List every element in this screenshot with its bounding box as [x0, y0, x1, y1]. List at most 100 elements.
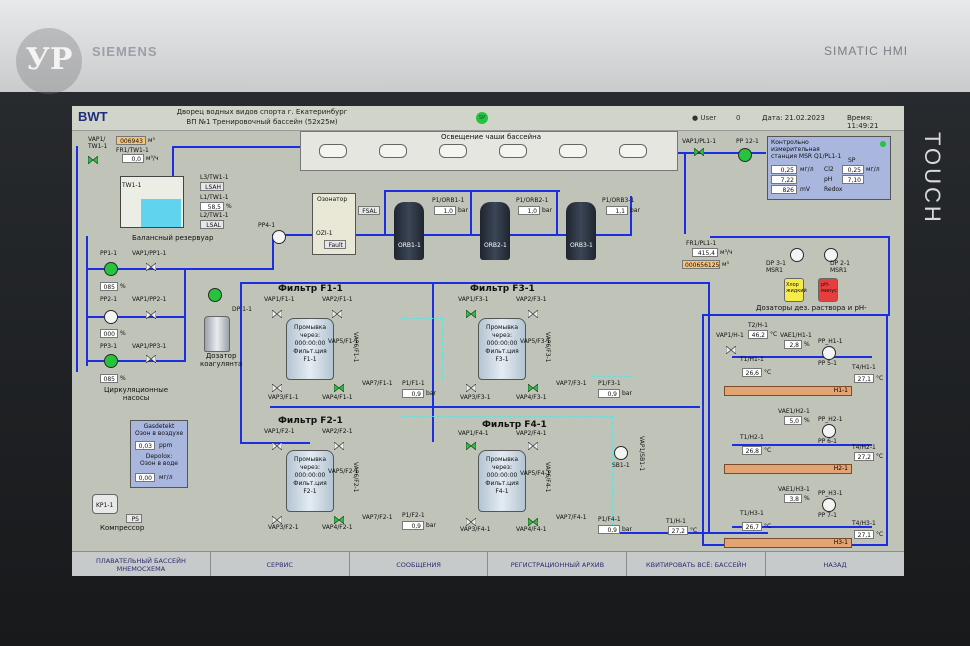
vap4-f2-label: VAP4/F2-1 [322, 524, 353, 531]
pump-icon[interactable] [822, 346, 836, 360]
valve-icon[interactable] [332, 310, 342, 318]
pump-icon[interactable] [790, 248, 804, 262]
vap7-f3-label: VAP7/F3-1 [556, 380, 587, 387]
chlorine-tag: Хлор жидкий [786, 282, 807, 294]
pipe [702, 314, 888, 316]
lamp-icon[interactable] [619, 144, 647, 158]
vap2-f2-label: VAP2/F2-1 [322, 428, 353, 435]
nav-acknowledge-all[interactable]: КВИТИРОВАТЬ ВСЁ: БАССЕЙН [627, 552, 767, 576]
nav-messages[interactable]: СООБЩЕНИЯ [350, 552, 489, 576]
lamp-icon[interactable] [319, 144, 347, 158]
valve-icon[interactable] [146, 355, 156, 363]
heat-exchanger-h1[interactable]: H1-1 [724, 386, 852, 396]
valve-icon[interactable] [88, 156, 98, 164]
valve-icon[interactable] [528, 442, 538, 450]
pp2-label: PP2-1 [100, 296, 118, 303]
vap3-f2-label: VAP3/F2-1 [268, 524, 299, 531]
valve-icon[interactable] [272, 384, 282, 392]
pp-h3-label: PP_H3-1 [818, 490, 843, 497]
valve-icon[interactable] [334, 442, 344, 450]
p1-f4-value: 0,9 [598, 525, 620, 534]
pump-icon[interactable] [104, 310, 118, 324]
nav-back[interactable]: НАЗАД [823, 560, 847, 569]
lamp-icon[interactable] [499, 144, 527, 158]
nav-service[interactable]: СЕРВИС [211, 552, 350, 576]
pump-icon[interactable] [104, 262, 118, 276]
redox-value: 826 [771, 185, 797, 194]
pump-icon[interactable] [824, 248, 838, 262]
valve-icon[interactable] [466, 518, 476, 526]
user-icon[interactable]: ● User [692, 114, 717, 122]
lamp-icon[interactable] [559, 144, 587, 158]
t1h3-label: T1/H3-1 [740, 510, 764, 517]
valve-icon[interactable] [272, 442, 282, 450]
cl-value: 0,25 [771, 165, 797, 174]
t1h2-label: T1/H2-1 [740, 434, 764, 441]
lamp-icon[interactable] [379, 144, 407, 158]
pump-icon[interactable] [738, 148, 752, 162]
p1-f3-value: 0,9 [598, 389, 620, 398]
gas-title: Gasdetekt Озон в воздухе [135, 423, 184, 437]
msr-panel: Контрольно измерительная станция MSR Q1/… [767, 136, 891, 200]
vap7-f2-label: VAP7/F2-1 [362, 514, 393, 521]
lamp-icon[interactable] [439, 144, 467, 158]
pp5-label: PP 5-1 [818, 360, 837, 367]
sp-indicator[interactable]: SP [476, 112, 488, 124]
pump-icon[interactable] [208, 288, 222, 302]
valve-icon[interactable] [272, 516, 282, 524]
heat-exchanger-h3[interactable]: H3-1 [724, 538, 852, 548]
heat-exchanger-h2[interactable]: H2-1 [724, 464, 852, 474]
pump-icon[interactable] [272, 230, 286, 244]
vap7-f4-label: VAP7/F4-1 [556, 514, 587, 521]
fr-pl-flow: 415,4 [692, 248, 718, 257]
t4h2-value: 27,2 [854, 452, 874, 461]
blower-icon[interactable] [614, 446, 628, 460]
valve-icon[interactable] [528, 384, 538, 392]
t4h2-label: T4/H2-1 [852, 444, 876, 451]
pipe [172, 146, 302, 148]
valve-icon[interactable] [146, 263, 156, 271]
valve-icon[interactable] [466, 310, 476, 318]
pct-unit: % [804, 417, 810, 424]
valve-icon[interactable] [334, 516, 344, 524]
valve-icon[interactable] [334, 384, 344, 392]
lsal-indicator: LSAL [200, 220, 224, 229]
valve-icon[interactable] [528, 518, 538, 526]
valve-icon[interactable] [466, 442, 476, 450]
l1-label: L1/TW1-1 [200, 194, 229, 201]
deg-unit: °C [690, 527, 698, 534]
valve-icon[interactable] [528, 310, 538, 318]
pp1-label: PP1-1 [100, 250, 118, 257]
valve-icon[interactable] [726, 346, 736, 354]
fr-tw-flow-unit: м³/ч [146, 155, 159, 162]
valve-icon[interactable] [694, 148, 704, 156]
h3-label: H3-1 [833, 539, 848, 546]
valve-icon[interactable] [272, 310, 282, 318]
fr-tw-total-unit: м³ [148, 137, 155, 144]
vae-h2-label: VAE1/H2-1 [778, 408, 810, 415]
compressor-icon[interactable] [92, 494, 118, 514]
redox-label: Redox [824, 186, 843, 193]
pct-unit: % [120, 330, 126, 337]
vap6-f1-label: VAP6/F1-1 [352, 332, 359, 363]
pipe [384, 190, 560, 192]
dp1-label: DP 1-1 [232, 306, 252, 313]
valve-icon[interactable] [146, 311, 156, 319]
pp4-label: PP4-1 [258, 222, 276, 229]
nav-pool-mnemonic[interactable]: ПЛАВАТЕЛЬНЫЙ БАССЕЙН МНЕМОСХЕМА [72, 552, 211, 576]
valve-icon[interactable] [466, 384, 476, 392]
nav-archive[interactable]: РЕГИСТРАЦИОННЫЙ АРХИВ [488, 552, 628, 576]
cl-unit: мг/л [800, 166, 814, 173]
pump-icon[interactable] [822, 424, 836, 438]
filter-f3-title: Фильтр F3-1 [470, 284, 535, 294]
pump-icon[interactable] [104, 354, 118, 368]
depolox-value: 0,00 [135, 473, 155, 482]
pump-icon[interactable] [822, 498, 836, 512]
vap4-f1-label: VAP4/F1-1 [322, 394, 353, 401]
